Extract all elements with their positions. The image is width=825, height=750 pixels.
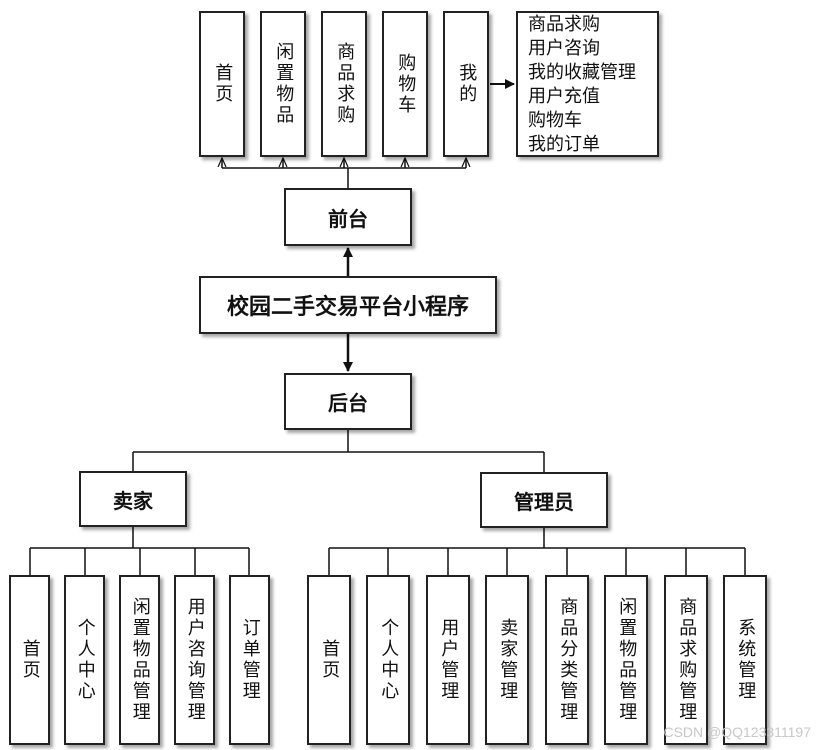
watermark: CSDN @QQ123311197 bbox=[663, 724, 811, 740]
list-item: 我的订单 bbox=[528, 134, 600, 155]
backend-node: 后台 bbox=[284, 373, 412, 430]
node-label: 闲置物品 bbox=[273, 42, 295, 126]
admin-node-personal-center: 个人中心 bbox=[366, 575, 410, 745]
node-label: 个人中心 bbox=[378, 618, 400, 702]
admin-node-system-mgmt: 系统管理 bbox=[723, 575, 767, 745]
node-label: 个人中心 bbox=[74, 618, 96, 702]
admin-node-purchase-mgmt: 商品求购管理 bbox=[664, 575, 708, 745]
node-label: 用户管理 bbox=[438, 618, 460, 702]
node-label: 首页 bbox=[212, 63, 234, 105]
seller-title: 卖家 bbox=[113, 488, 153, 513]
admin-node-seller-mgmt: 卖家管理 bbox=[485, 575, 529, 745]
list-item: 用户充值 bbox=[528, 86, 600, 107]
admin-node-home: 首页 bbox=[307, 575, 351, 745]
list-item: 商品求购 bbox=[528, 14, 600, 35]
list-item: 用户咨询 bbox=[528, 38, 600, 59]
list-item: 我的收藏管理 bbox=[528, 62, 636, 83]
node-label: 卖家管理 bbox=[497, 618, 519, 702]
node-label: 用户咨询管理 bbox=[184, 597, 206, 723]
seller-node-personal-center: 个人中心 bbox=[64, 575, 105, 745]
seller-node-home: 首页 bbox=[9, 575, 50, 745]
mine-submenu-list: 商品求购 用户咨询 我的收藏管理 用户充值 购物车 我的订单 bbox=[516, 11, 659, 157]
seller-node-idle-items-mgmt: 闲置物品管理 bbox=[119, 575, 160, 745]
node-label: 首页 bbox=[19, 639, 41, 681]
node-label: 订单管理 bbox=[239, 618, 261, 702]
root-node: 校园二手交易平台小程序 bbox=[199, 276, 497, 334]
admin-node-idle-items-mgmt: 闲置物品管理 bbox=[604, 575, 648, 745]
admin-node-user-mgmt: 用户管理 bbox=[426, 575, 470, 745]
frontend-node-mine: 我的 bbox=[443, 11, 489, 157]
seller-node-consult-mgmt: 用户咨询管理 bbox=[174, 575, 215, 745]
node-label: 闲置物品管理 bbox=[129, 597, 151, 723]
node-label: 购物车 bbox=[395, 52, 417, 116]
admin-node: 管理员 bbox=[480, 472, 608, 528]
node-label: 系统管理 bbox=[735, 618, 757, 702]
backend-title: 后台 bbox=[328, 391, 368, 415]
node-label: 商品分类管理 bbox=[557, 597, 579, 723]
frontend-node-home: 首页 bbox=[199, 11, 245, 157]
admin-node-category-mgmt: 商品分类管理 bbox=[545, 575, 589, 745]
frontend-node-purchase-request: 商品求购 bbox=[321, 11, 367, 157]
seller-node: 卖家 bbox=[79, 471, 187, 527]
node-label: 闲置物品管理 bbox=[616, 597, 638, 723]
node-label: 首页 bbox=[319, 639, 341, 681]
list-item: 购物车 bbox=[528, 110, 582, 131]
frontend-title: 前台 bbox=[328, 206, 368, 231]
admin-title: 管理员 bbox=[514, 489, 574, 514]
node-label: 商品求购 bbox=[334, 42, 356, 126]
frontend-node-cart: 购物车 bbox=[382, 11, 428, 157]
frontend-node-idle-items: 闲置物品 bbox=[260, 11, 306, 157]
frontend-node: 前台 bbox=[284, 188, 412, 246]
seller-node-order-mgmt: 订单管理 bbox=[229, 575, 270, 745]
system-title: 校园二手交易平台小程序 bbox=[226, 295, 469, 320]
node-label: 商品求购管理 bbox=[676, 597, 698, 723]
node-label: 我的 bbox=[456, 63, 478, 105]
